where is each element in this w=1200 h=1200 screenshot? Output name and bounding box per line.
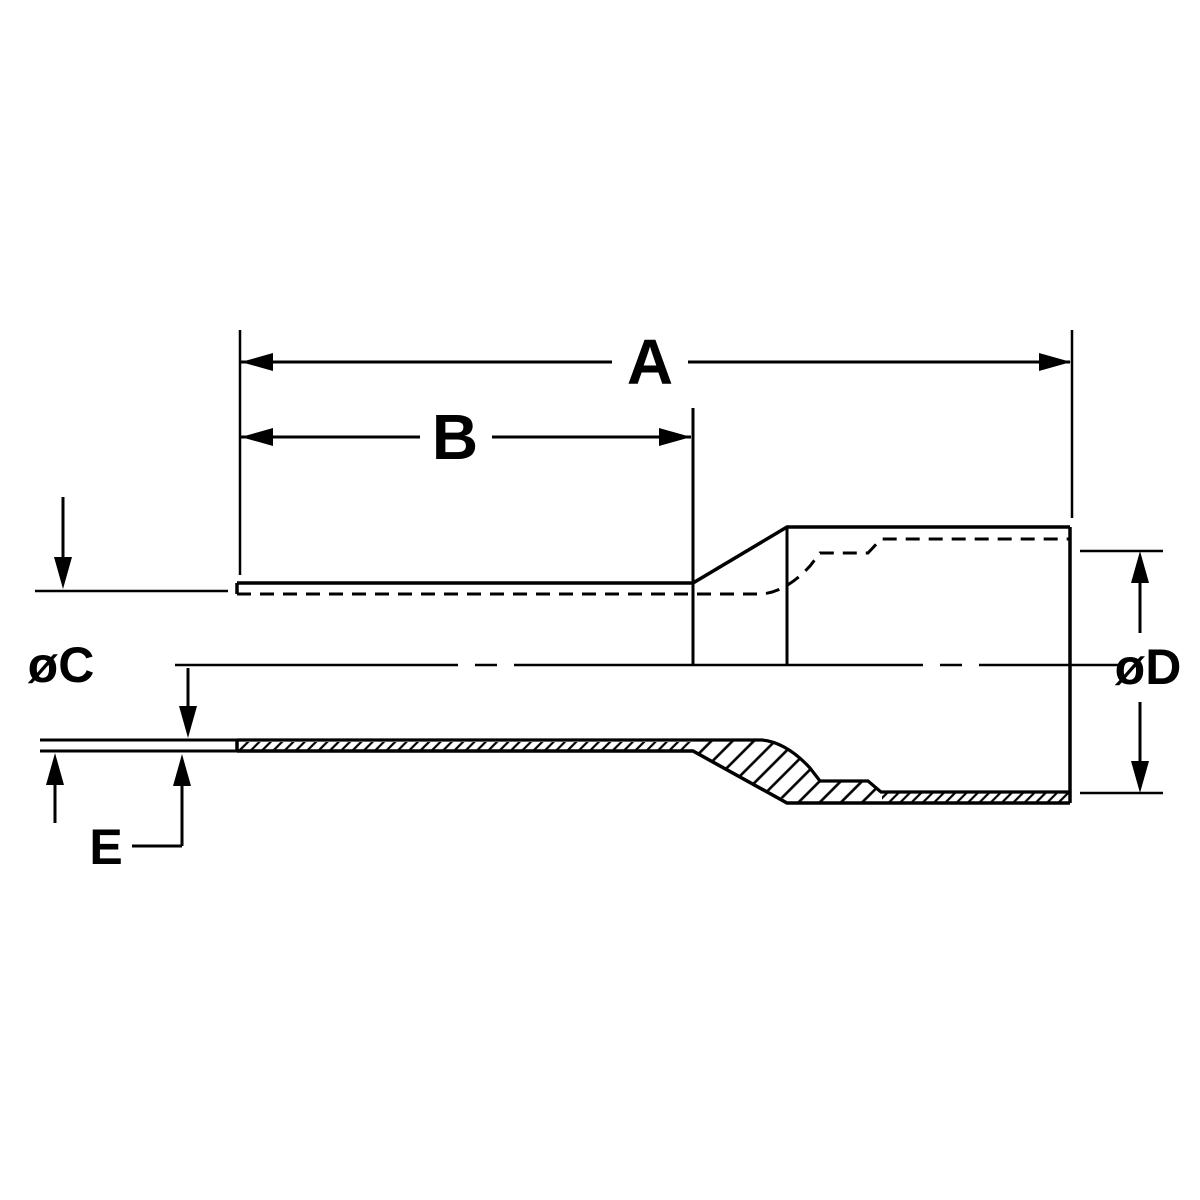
dim-a-arrow-right-icon — [1039, 353, 1071, 371]
dim-c-arrow-down-icon — [54, 557, 72, 589]
section-hatching — [239, 741, 1069, 802]
dim-c-arrow-up-icon — [46, 753, 64, 785]
dim-b-label: B — [432, 401, 478, 473]
dimension-d: øD — [1080, 549, 1182, 795]
dim-c-extension-bottom — [40, 738, 237, 753]
dim-e-arrow-down-icon — [179, 706, 197, 738]
dim-e-label: E — [89, 819, 122, 875]
flare-section-hatch — [693, 741, 881, 802]
dim-b-arrow-left-icon — [241, 428, 273, 446]
outer-top-profile — [237, 525, 1070, 585]
dim-d-label: øD — [1115, 639, 1182, 695]
sleeve-wall-hatch — [882, 793, 1069, 802]
dim-e-arrow-up-icon — [173, 754, 191, 786]
dim-c-label: øC — [28, 637, 95, 693]
dimension-e: E — [89, 668, 197, 875]
bore-top-hidden-line — [237, 537, 1070, 596]
outer-bottom-profile — [237, 749, 1070, 805]
dimension-b: B — [241, 401, 691, 473]
dim-a-label: A — [627, 326, 673, 398]
dim-d-arrow-up-icon — [1131, 551, 1149, 583]
dim-d-arrow-down-icon — [1131, 761, 1149, 793]
dim-a-arrow-left-icon — [241, 353, 273, 371]
dimension-a: A — [238, 326, 1074, 575]
bore-bottom-profile — [237, 738, 1070, 794]
dim-b-arrow-right-icon — [659, 428, 691, 446]
dimension-c: øC — [28, 497, 237, 823]
ferrule-outline — [235, 408, 1072, 805]
tube-wall-hatch — [239, 742, 692, 750]
dim-d-extension-lines — [1080, 549, 1163, 795]
